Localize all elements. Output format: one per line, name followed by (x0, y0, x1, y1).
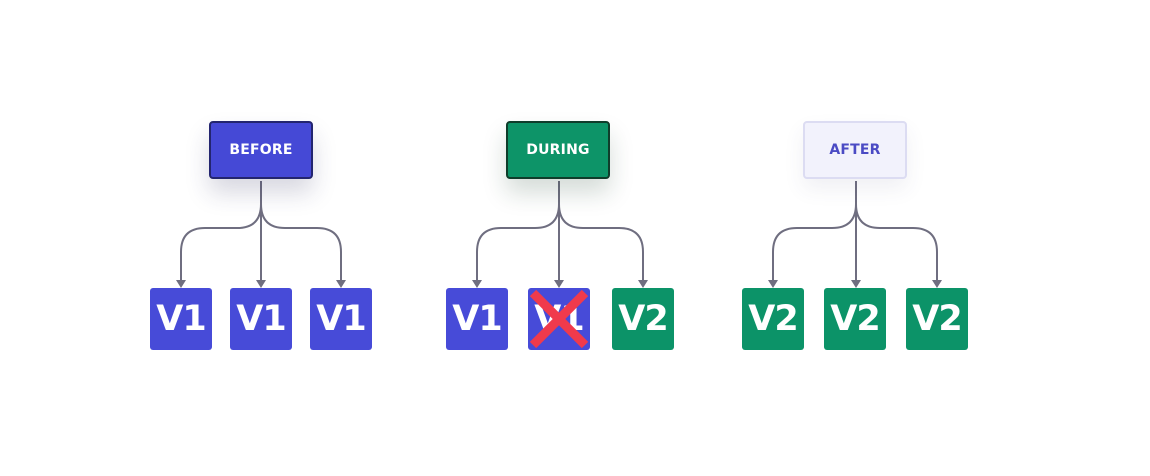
node-after-2: V2 (824, 288, 886, 350)
node-version-label: V2 (618, 299, 668, 339)
node-during-3: V2 (612, 288, 674, 350)
arrow-down-icon (472, 280, 482, 288)
arrow-down-icon (176, 280, 186, 288)
node-after-1: V2 (742, 288, 804, 350)
x-mark-icon (529, 289, 589, 349)
node-version-label: V2 (830, 299, 880, 339)
arrow-down-icon (554, 280, 564, 288)
node-after-3: V2 (906, 288, 968, 350)
arrow-down-icon (336, 280, 346, 288)
stage-label-before: BEFORE (209, 121, 313, 179)
node-version-label: V1 (316, 299, 366, 339)
connector-during-3 (558, 181, 644, 281)
connector-before-1 (180, 181, 262, 281)
node-version-label: V2 (912, 299, 962, 339)
node-before-2: V1 (230, 288, 292, 350)
stage-label-during: DURING (506, 121, 610, 179)
connector-before-3 (260, 181, 342, 281)
node-before-1: V1 (150, 288, 212, 350)
connector-after-3 (855, 181, 938, 281)
node-before-3: V1 (310, 288, 372, 350)
node-during-2-removed: V1 (528, 288, 590, 350)
node-version-label: V2 (748, 299, 798, 339)
node-version-label: V1 (236, 299, 286, 339)
arrow-down-icon (932, 280, 942, 288)
stage-label-after: AFTER (803, 121, 907, 179)
arrow-down-icon (256, 280, 266, 288)
arrow-down-icon (638, 280, 648, 288)
connector-after-1 (772, 181, 857, 281)
node-version-label: V1 (452, 299, 502, 339)
node-version-label: V1 (156, 299, 206, 339)
node-during-1: V1 (446, 288, 508, 350)
arrow-down-icon (768, 280, 778, 288)
arrow-down-icon (851, 280, 861, 288)
connector-during-1 (476, 181, 560, 281)
